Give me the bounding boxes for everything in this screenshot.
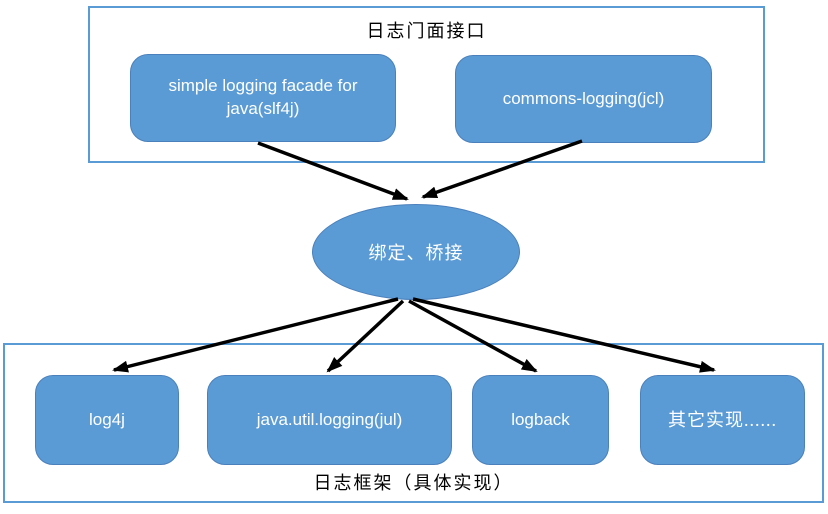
node-log4j-label: log4j bbox=[89, 409, 125, 429]
frameworks-group-container: log4j java.util.logging(jul) logback 其它实… bbox=[3, 343, 824, 503]
facade-group-title: 日志门面接口 bbox=[366, 21, 487, 41]
node-binding-label: 绑定、桥接 bbox=[368, 243, 464, 263]
node-jul: java.util.logging(jul) bbox=[207, 375, 452, 465]
node-logback-label: logback bbox=[511, 409, 570, 429]
node-jcl-label: commons-logging(jcl) bbox=[502, 88, 665, 108]
node-other-label: 其它实现...... bbox=[668, 409, 777, 430]
node-slf4j: simple logging facade for java(slf4j) bbox=[130, 54, 396, 142]
facade-group-container: 日志门面接口 simple logging facade for java(sl… bbox=[88, 6, 765, 163]
node-jcl: commons-logging(jcl) bbox=[455, 55, 712, 143]
frameworks-group-title: 日志框架（具体实现） bbox=[313, 473, 514, 493]
node-jul-label: java.util.logging(jul) bbox=[256, 409, 403, 429]
node-logback: logback bbox=[472, 375, 609, 465]
node-binding-ellipse: 绑定、桥接 bbox=[312, 204, 520, 300]
node-other-implementations: 其它实现...... bbox=[640, 375, 805, 465]
node-slf4j-label: simple logging facade for java(slf4j) bbox=[168, 76, 358, 118]
node-log4j: log4j bbox=[35, 375, 179, 465]
